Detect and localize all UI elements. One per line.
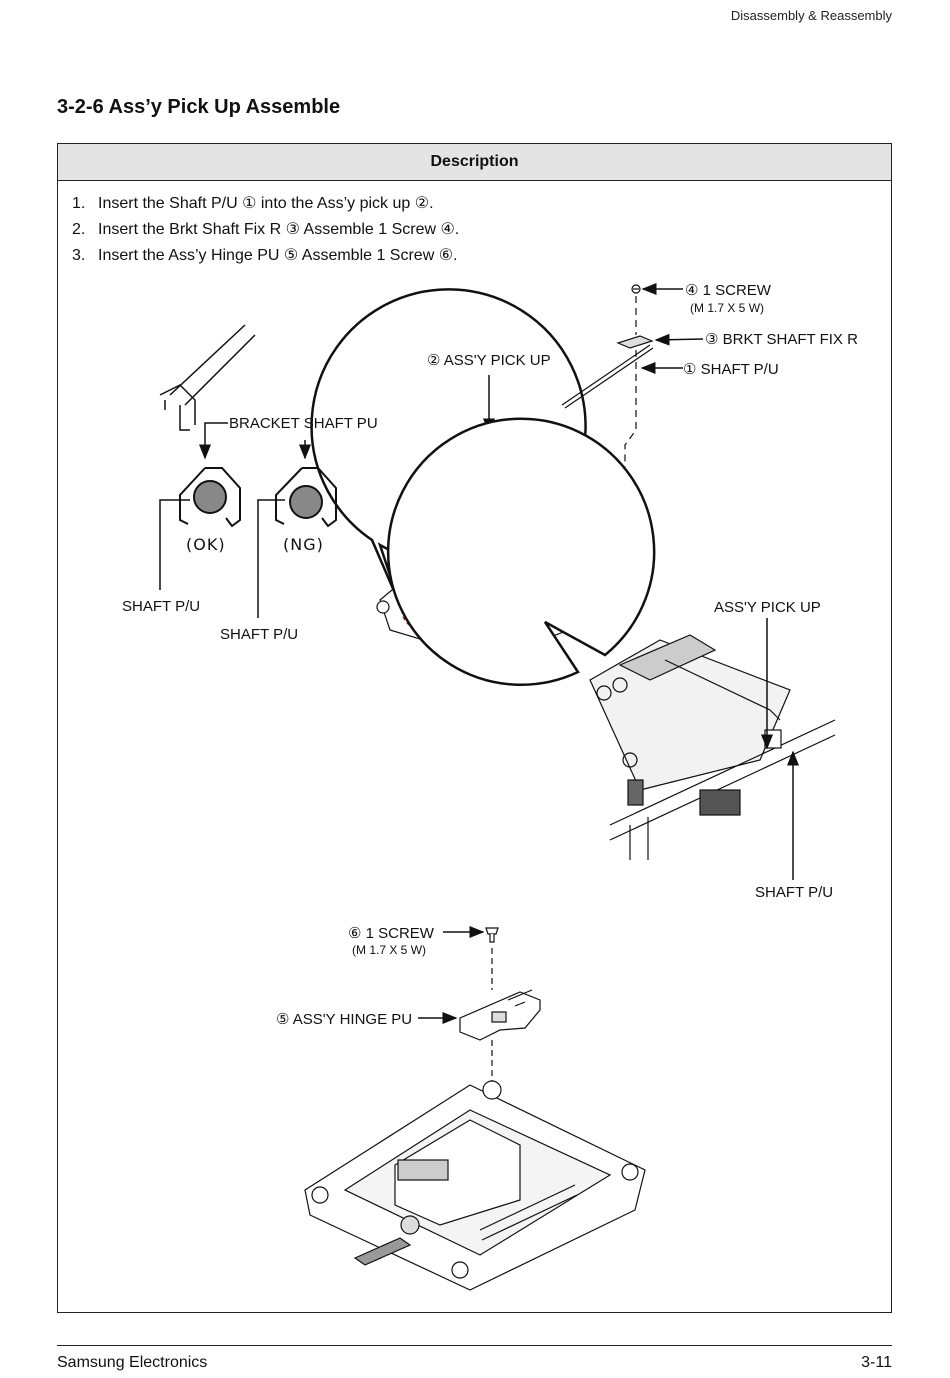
assy-pick-up-right-label: ASS'Y PICK UP — [714, 599, 821, 616]
shaft-pu-left-label: SHAFT P/U — [122, 598, 200, 615]
section-title: 3-2-6 Ass’y Pick Up Assemble — [57, 96, 341, 118]
pick-up-closeup-icon — [589, 634, 836, 860]
part-leaders-bottom — [418, 926, 485, 1024]
screw-top-spec: (M 1.7 X 5 W) — [690, 301, 764, 315]
ok-label: (OK) — [186, 535, 226, 554]
step-item: 3.Insert the Ass’y Hinge PU ⑤ Assemble 1… — [72, 247, 458, 264]
brkt-shaft-fix-icon — [616, 335, 654, 349]
screw-bottom-spec: (M 1.7 X 5 W) — [352, 943, 426, 957]
shaft-pu-right-label: SHAFT P/U — [755, 884, 833, 901]
brkt-shaft-fix-label: ③ BRKT SHAFT FIX R — [705, 331, 858, 348]
bracket-shaft-pu-label: BRACKET SHAFT PU — [229, 415, 378, 432]
bracket-ng-icon — [275, 467, 337, 528]
right-detail-callout — [386, 417, 656, 687]
footer-company: Samsung Electronics — [57, 1354, 208, 1371]
shaft-pu-1-label: ① SHAFT P/U — [683, 361, 779, 378]
page-number: 3-11 — [861, 1354, 892, 1371]
screw-top-label: ④ 1 SCREW — [685, 282, 772, 299]
bracket-ok-icon — [179, 467, 241, 528]
assy-hinge-pu-label: ⑤ ASS'Y HINGE PU — [276, 1011, 412, 1028]
screw-bottom-label: ⑥ 1 SCREW — [348, 925, 435, 942]
assy-pick-up-2-label: ② ASS'Y PICK UP — [427, 352, 551, 369]
hinge-pu-icon — [459, 989, 541, 1041]
description-table: Description 1.Insert the Shaft P/U ① int… — [57, 143, 892, 1313]
screw-top-icon — [631, 284, 641, 294]
shaft-detail-icon — [159, 324, 256, 431]
running-header: Disassembly & Reassembly — [730, 8, 892, 23]
callout-leaders-left — [159, 422, 311, 618]
steps-list: 1.Insert the Shaft P/U ① into the Ass’y … — [58, 191, 891, 269]
callout-leaders-right — [761, 618, 799, 880]
ng-label: (NG) — [283, 535, 324, 554]
description-header: Description — [58, 144, 891, 181]
screw-bottom-icon — [485, 927, 499, 943]
shaft-pu-icon — [561, 344, 654, 409]
deck-base-bottom-icon — [304, 1080, 646, 1291]
step-item: 2.Insert the Brkt Shaft Fix R ③ Assemble… — [72, 221, 460, 238]
step-item: 1.Insert the Shaft P/U ① into the Ass’y … — [72, 195, 434, 212]
shaft-pu-mid-label: SHAFT P/U — [220, 626, 298, 643]
footer-divider — [57, 1345, 892, 1346]
